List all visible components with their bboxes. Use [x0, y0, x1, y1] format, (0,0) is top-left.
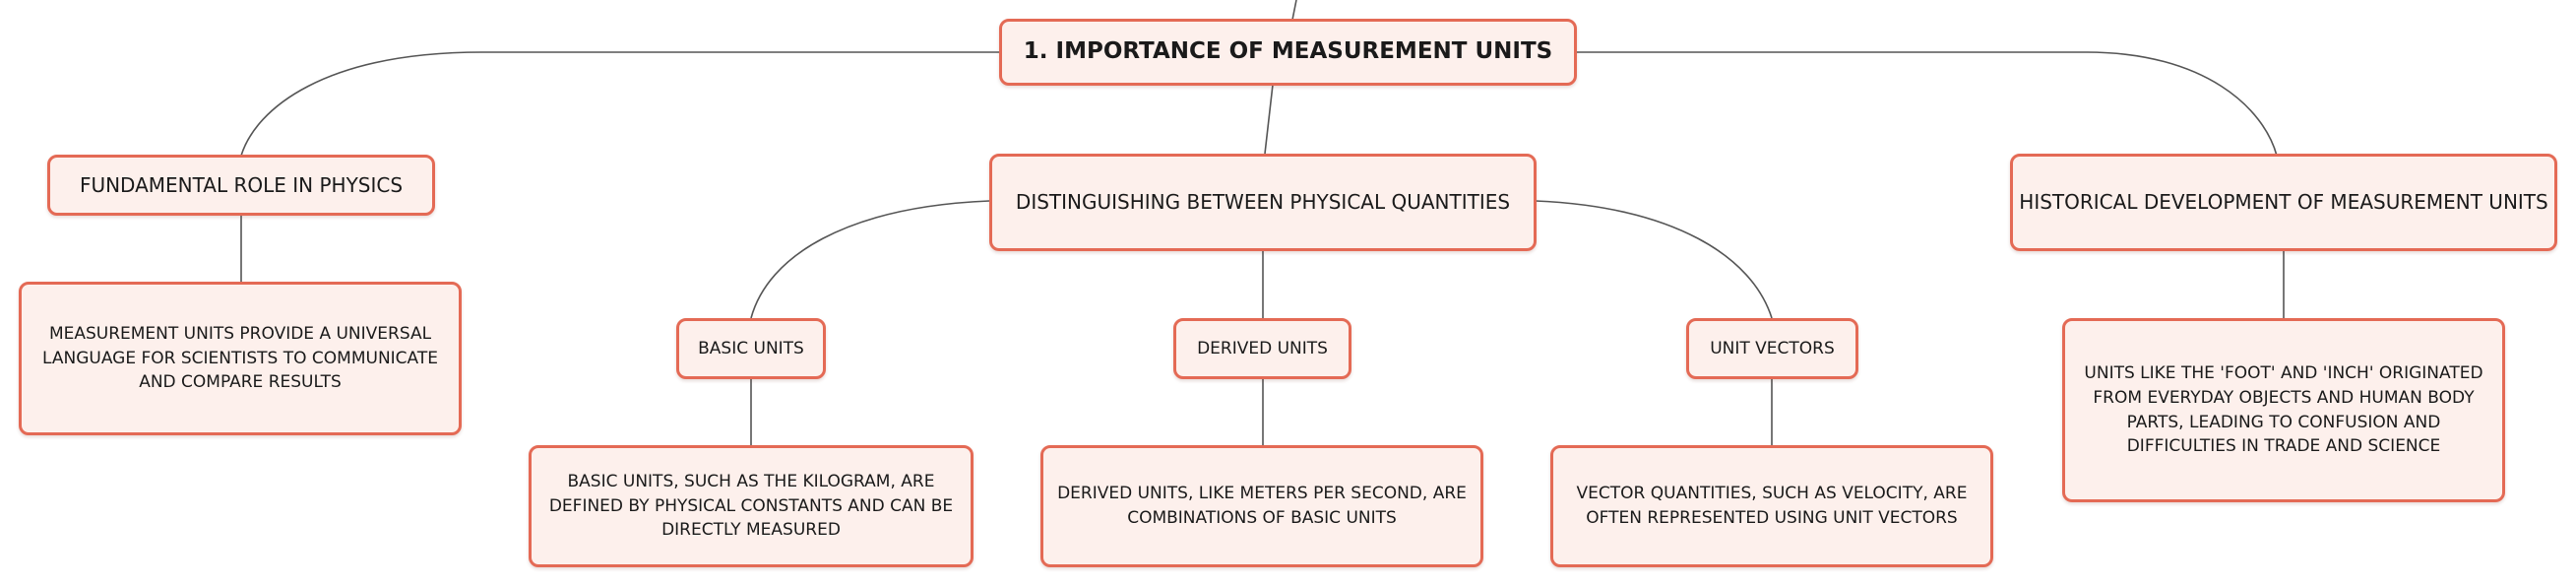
node-historical-development[interactable]: HISTORICAL DEVELOPMENT OF MEASUREMENT UN… [2010, 154, 2557, 251]
node-distinguishing-quantities[interactable]: DISTINGUISHING BETWEEN PHYSICAL QUANTITI… [989, 154, 1537, 251]
detail-derived-units[interactable]: DERIVED UNITS, LIKE METERS PER SECOND, A… [1040, 445, 1483, 567]
root-node[interactable]: 1. IMPORTANCE OF MEASUREMENT UNITS [999, 19, 1577, 86]
edge-root-to-distinguishing [1264, 84, 1274, 155]
detail-basic-units[interactable]: BASIC UNITS, SUCH AS THE KILOGRAM, ARE D… [529, 445, 974, 567]
edge-root-to-historical [1577, 51, 2278, 157]
edge-root-to-fundamental [240, 51, 999, 157]
detail-unit-vectors[interactable]: VECTOR QUANTITIES, SUCH AS VELOCITY, ARE… [1550, 445, 1993, 567]
edge-distinguishing-to-vectors [1535, 200, 1773, 319]
detail-historical-development[interactable]: UNITS LIKE THE 'FOOT' AND 'INCH' ORIGINA… [2062, 318, 2505, 502]
edge-distinguishing-to-basic [750, 200, 990, 319]
node-unit-vectors[interactable]: UNIT VECTORS [1686, 318, 1858, 379]
node-fundamental-role[interactable]: FUNDAMENTAL ROLE IN PHYSICS [47, 155, 435, 216]
detail-fundamental-role[interactable]: MEASUREMENT UNITS PROVIDE A UNIVERSAL LA… [19, 282, 462, 435]
node-basic-units[interactable]: BASIC UNITS [676, 318, 826, 379]
edge-parent-to-root [1291, 0, 1297, 21]
node-derived-units[interactable]: DERIVED UNITS [1173, 318, 1351, 379]
